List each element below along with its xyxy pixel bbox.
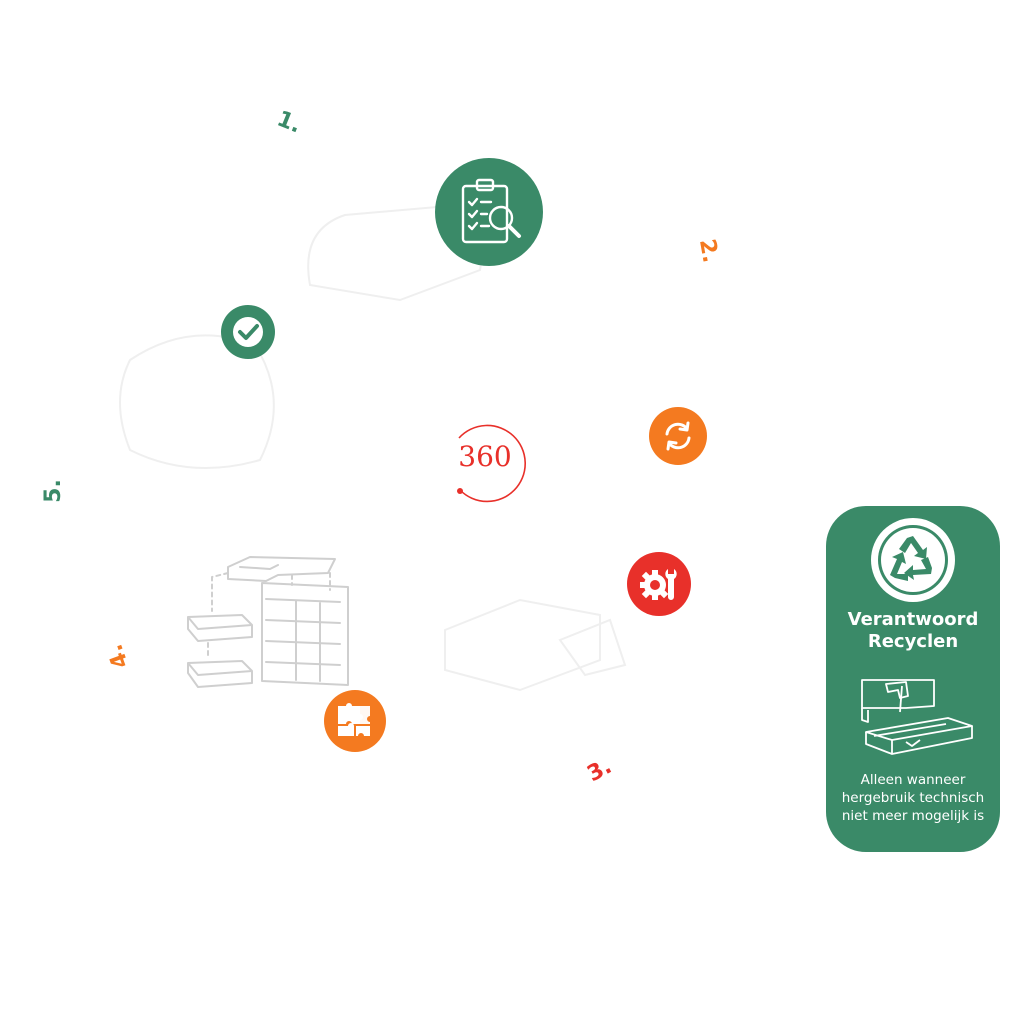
recycle-icon bbox=[871, 518, 955, 602]
checkmark-icon bbox=[221, 305, 275, 359]
clipboard-magnifier-icon bbox=[435, 158, 543, 266]
circular-arc bbox=[457, 424, 526, 503]
card-note: Alleen wanneer hergebruik technisch niet… bbox=[841, 772, 985, 824]
recycle-card: Verantwoord Recyclen Alleen wanneer herg… bbox=[826, 506, 1000, 852]
puzzle-pieces-icon bbox=[324, 690, 386, 752]
cabinet-disassembly-illustration bbox=[187, 556, 349, 688]
refresh-arrows-icon bbox=[649, 407, 707, 465]
step-number-5: 5. bbox=[40, 479, 66, 503]
step-number-2: 2. bbox=[693, 237, 723, 265]
center-label-360: 360 bbox=[458, 440, 512, 473]
gear-wrench-icon bbox=[627, 552, 691, 616]
broken-tray-illustration bbox=[861, 679, 973, 755]
card-title: Verantwoord Recyclen bbox=[847, 609, 979, 652]
